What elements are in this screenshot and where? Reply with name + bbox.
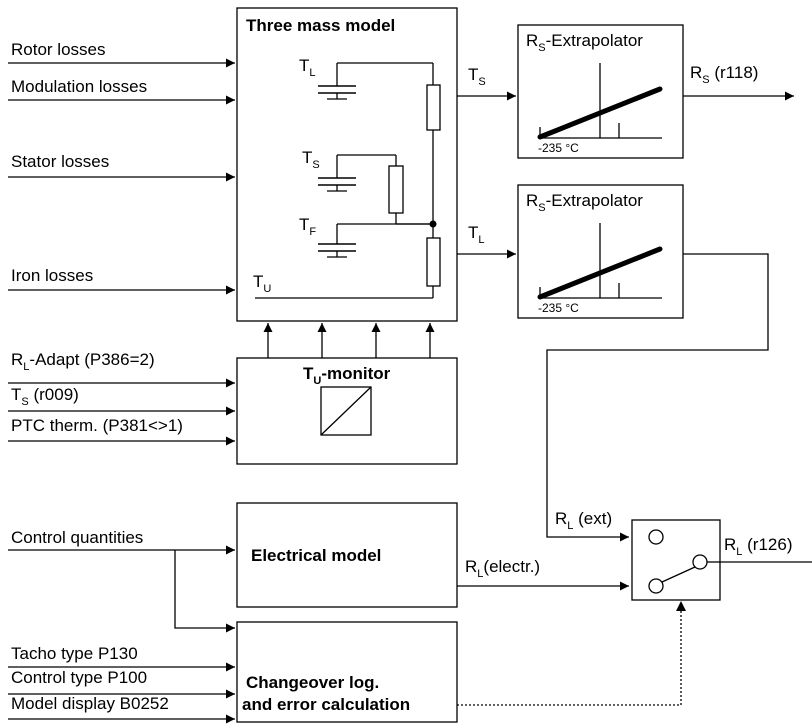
- changeover-title-line2: and error calculation: [242, 695, 410, 714]
- tu-label: TU: [253, 272, 271, 295]
- tl-label: TL: [299, 56, 316, 79]
- input-model-display: Model display B0252: [11, 694, 169, 713]
- input-modulation-losses: Modulation losses: [11, 77, 147, 96]
- rl-switch-block: [631, 519, 721, 601]
- rs-extrapolator-top-axis-label: -235 °C: [538, 141, 579, 155]
- rs-extrapolator-bottom-graph: [537, 223, 663, 300]
- tu-monitor-converter-icon: [320, 386, 372, 436]
- arrow-control-to-changeover: [174, 550, 235, 633]
- three-mass-model-block: [236, 7, 458, 322]
- three-mass-model-title: Three mass model: [246, 16, 395, 35]
- rs-extrapolator-bottom-axis-label: -235 °C: [538, 301, 579, 315]
- rl-electr-label: RL(electr.): [465, 557, 540, 580]
- input-control-quantities: Control quantities: [11, 528, 143, 547]
- rs-extrapolator-bottom-title: RS-Extrapolator: [526, 191, 643, 214]
- input-control-type: Control type P100: [11, 668, 147, 687]
- line-rl-ext-feedback: [546, 253, 769, 542]
- line-changeover-control: [457, 602, 682, 706]
- rl-ext-label: RL (ext): [555, 509, 612, 532]
- input-tacho-type: Tacho type P130: [11, 644, 138, 663]
- rs-output-label: RS (r118): [690, 63, 758, 86]
- input-ptc-therm: PTC therm. (P381<>1): [11, 416, 183, 435]
- input-rotor-losses: Rotor losses: [11, 40, 105, 59]
- rs-extrapolator-top-title: RS-Extrapolator: [526, 31, 643, 54]
- electrical-model-block: [236, 502, 458, 608]
- arrow-changeover-control-head: [676, 601, 686, 611]
- rl-r126-label: RL (r126): [724, 535, 792, 558]
- changeover-block: [236, 621, 458, 723]
- input-rl-adapt: RL-Adapt (P386=2): [11, 350, 155, 373]
- tu-monitor-title: TU-monitor: [303, 364, 391, 387]
- switch-contacts: [648, 529, 720, 594]
- input-stator-losses: Stator losses: [11, 152, 109, 171]
- electrical-model-title: Electrical model: [251, 546, 381, 565]
- ts-label: TS: [302, 148, 320, 171]
- tf-label: TF: [299, 215, 316, 238]
- ts-output-label: TS: [468, 65, 486, 88]
- thermal-network: [255, 62, 441, 299]
- input-iron-losses: Iron losses: [11, 266, 93, 285]
- rs-extrapolator-top-graph: [537, 63, 663, 140]
- changeover-title-line1: Changeover log.: [246, 673, 379, 692]
- input-ts-r009: TS (r009): [11, 385, 79, 408]
- tl-output-label: TL: [468, 223, 485, 246]
